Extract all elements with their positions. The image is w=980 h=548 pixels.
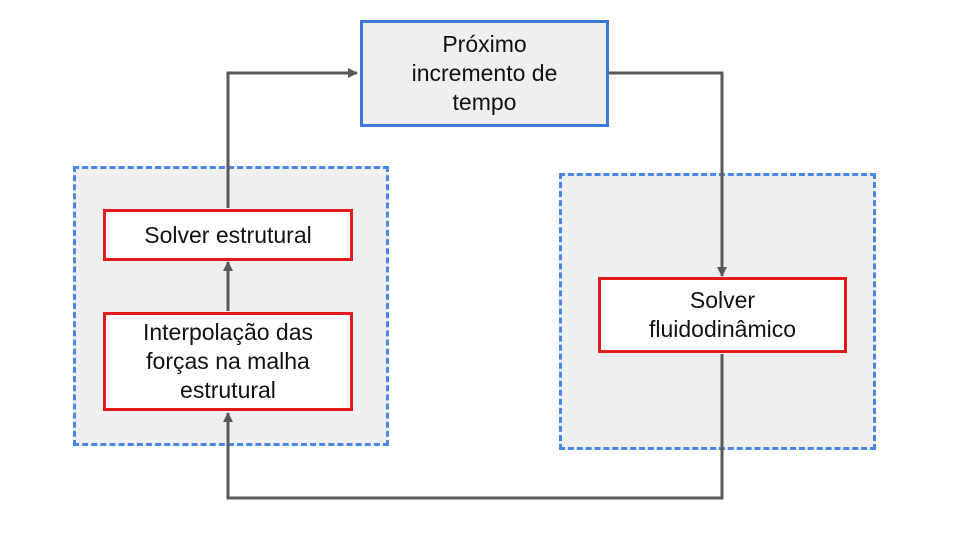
connector-next-step-to-fluid bbox=[609, 71, 727, 277]
connector-fluid-to-interpolation bbox=[223, 354, 724, 500]
structural-solver-box: Solver estrutural bbox=[103, 209, 353, 261]
force-interpolation-box: Interpolação das forças na malha estrutu… bbox=[103, 312, 353, 411]
connector-structural-to-next-step bbox=[226, 68, 358, 208]
fluid-solver-box: Solver fluidodinâmico bbox=[598, 277, 847, 353]
next-time-step-box: Próximo incremento de tempo bbox=[360, 20, 609, 127]
